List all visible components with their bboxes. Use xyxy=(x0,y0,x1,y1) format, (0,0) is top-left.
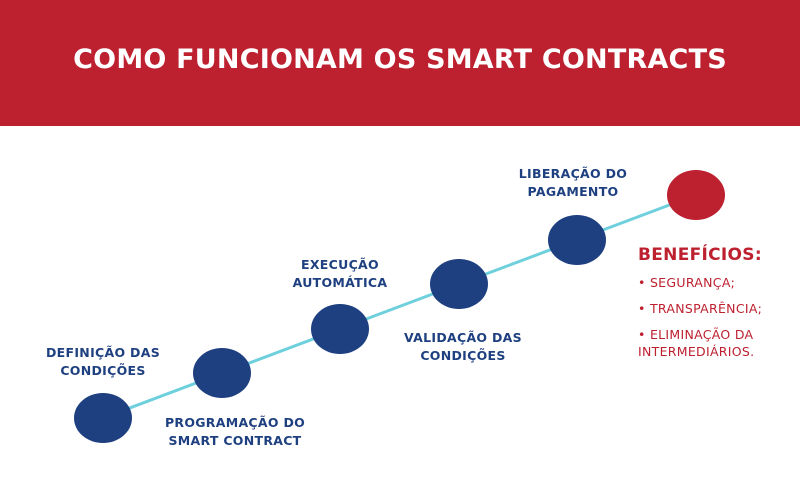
step-label-4: VALIDAÇÃO DAS CONDIÇÕES xyxy=(363,329,563,365)
benefit-item: • TRANSPARÊNCIA; xyxy=(638,300,762,317)
benefits-panel: BENEFÍCIOS: • SEGURANÇA; • TRANSPARÊNCIA… xyxy=(638,245,762,369)
step-node-3 xyxy=(311,304,369,354)
page-title: COMO FUNCIONAM OS SMART CONTRACTS xyxy=(73,44,727,75)
step-label-line: VALIDAÇÃO DAS xyxy=(404,330,522,345)
step-label-3: EXECUÇÃO AUTOMÁTICA xyxy=(240,256,440,292)
benefit-item: • SEGURANÇA; xyxy=(638,274,762,291)
step-label-5: LIBERAÇÃO DO PAGAMENTO xyxy=(473,165,673,201)
flow-connector-line xyxy=(102,193,697,420)
step-label-line: AUTOMÁTICA xyxy=(292,275,388,290)
benefit-text: INTERMEDIÁRIOS. xyxy=(638,344,755,359)
step-label-line: CONDIÇÕES xyxy=(60,363,146,378)
benefit-text: • ELIMINAÇÃO DA xyxy=(638,327,754,342)
step-node-4 xyxy=(430,259,488,309)
step-label-line: DEFINIÇÃO DAS xyxy=(46,345,160,360)
step-label-line: SMART CONTRACT xyxy=(168,433,302,448)
step-label-2: PROGRAMAÇÃO DO SMART CONTRACT xyxy=(135,414,335,450)
benefit-text: • SEGURANÇA; xyxy=(638,275,736,290)
step-node-5 xyxy=(548,215,606,265)
benefit-text: • TRANSPARÊNCIA; xyxy=(638,301,763,316)
step-label-line: EXECUÇÃO xyxy=(301,257,379,272)
final-node xyxy=(667,170,725,220)
step-label-line: PROGRAMAÇÃO DO xyxy=(164,415,306,430)
step-label-line: CONDIÇÕES xyxy=(420,348,506,363)
step-label-line: LIBERAÇÃO DO xyxy=(518,166,628,181)
benefit-item: • ELIMINAÇÃO DA INTERMEDIÁRIOS. xyxy=(638,326,762,360)
benefits-title: BENEFÍCIOS: xyxy=(638,245,762,265)
step-node-1 xyxy=(74,393,132,443)
step-label-line: PAGAMENTO xyxy=(527,184,619,199)
header-banner: COMO FUNCIONAM OS SMART CONTRACTS xyxy=(0,0,800,126)
step-node-2 xyxy=(193,348,251,398)
step-label-1: DEFINIÇÃO DAS CONDIÇÕES xyxy=(3,344,203,380)
